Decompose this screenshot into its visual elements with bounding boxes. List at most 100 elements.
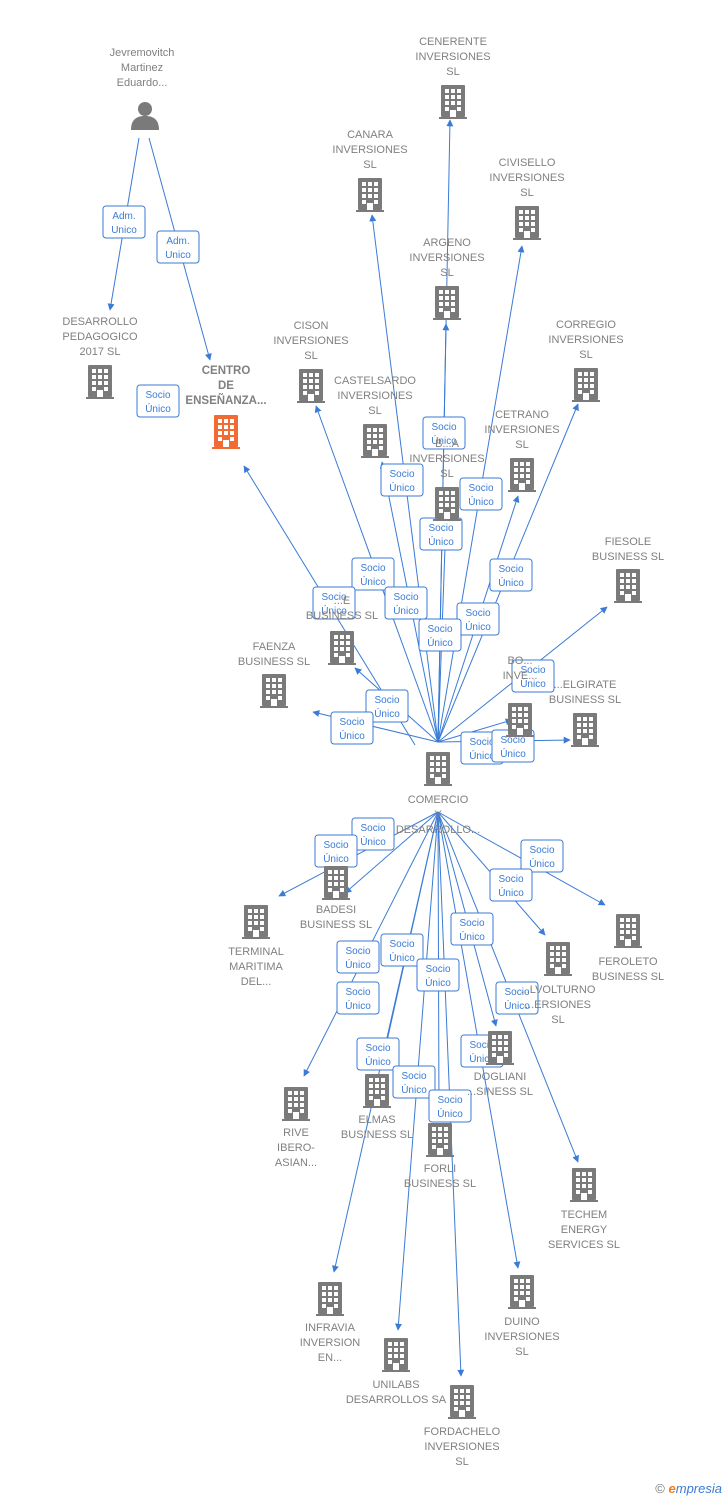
- edge-label-line: Socio: [365, 1043, 390, 1054]
- edge-label-line: Único: [374, 707, 400, 720]
- edge-hub-badesi: [344, 811, 439, 894]
- company-name-line: DOGLIANI: [474, 1071, 527, 1083]
- edge-label-line: Único: [389, 481, 415, 494]
- person-name-line: Jevremovitch: [110, 47, 175, 59]
- edge-label-line: Único: [425, 976, 451, 989]
- company-name-line: BUSINESS SL: [592, 551, 664, 563]
- person-node[interactable]: JevremovitchMartinezEduardo...: [110, 47, 175, 130]
- building-icon: [544, 942, 572, 976]
- edge-label-line: Socio: [425, 964, 450, 975]
- edge-label-adm-unico[interactable]: Adm.Unico: [156, 230, 200, 264]
- company-node-rive[interactable]: RIVEIBERO-ASIAN...: [275, 1087, 317, 1169]
- edge-label-line: Único: [520, 677, 546, 690]
- company-name-line: SL: [551, 1014, 564, 1026]
- building-icon: [508, 458, 536, 492]
- company-name-line: RIVE: [283, 1127, 309, 1139]
- empresia-watermark: © empresia: [655, 1481, 722, 1496]
- edge-label-line: Socio: [437, 1095, 462, 1106]
- edge-label-line: Único: [437, 1107, 463, 1120]
- company-node-bolzano[interactable]: BO...INVE...: [503, 655, 538, 737]
- company-node-terminal[interactable]: TERMINALMARITIMADEL...: [228, 905, 284, 988]
- company-name-line: INVERSIONES: [484, 1331, 559, 1343]
- building-icon: [572, 368, 600, 402]
- main-company-node[interactable]: CENTRODEENSEÑANZA...: [185, 365, 267, 449]
- edge-label-line: Único: [459, 930, 485, 943]
- company-name-line: ...ELGIRATE: [554, 679, 617, 691]
- edge-label-line: Unico: [111, 225, 137, 236]
- company-name-line: DUINO: [504, 1316, 540, 1328]
- edge-label-line: Socio: [321, 592, 346, 603]
- company-name-line: CIVISELLO: [499, 157, 556, 169]
- company-name-line: INVERSIONES: [415, 51, 490, 63]
- company-name-line: INVERSIONES: [337, 390, 412, 402]
- company-node-infravia[interactable]: INFRAVIAINVERSIONEN...: [300, 1282, 361, 1364]
- edge-label-line: Único: [428, 535, 454, 548]
- edge-label-line: Único: [360, 835, 386, 848]
- company-name-line: DESARROLLO...: [396, 824, 480, 836]
- edge-label-line: Único: [145, 402, 171, 415]
- edge-label-line: Socio: [498, 874, 523, 885]
- edge-label-line: Único: [345, 958, 371, 971]
- hub-company-node[interactable]: COMERCIOYDESARROLLO...: [396, 752, 480, 836]
- company-name-line: DEL...: [241, 976, 272, 988]
- edge-label-line: Socio: [360, 563, 385, 574]
- company-name-line: ...ERSIONES: [525, 999, 591, 1011]
- building-icon: [486, 1031, 514, 1065]
- company-name-line: CORREGIO: [556, 319, 616, 331]
- company-node-dogliani[interactable]: DOGLIANI...SINESS SL: [467, 1031, 533, 1098]
- edge-label-adm-unico[interactable]: Adm.Unico: [102, 205, 146, 239]
